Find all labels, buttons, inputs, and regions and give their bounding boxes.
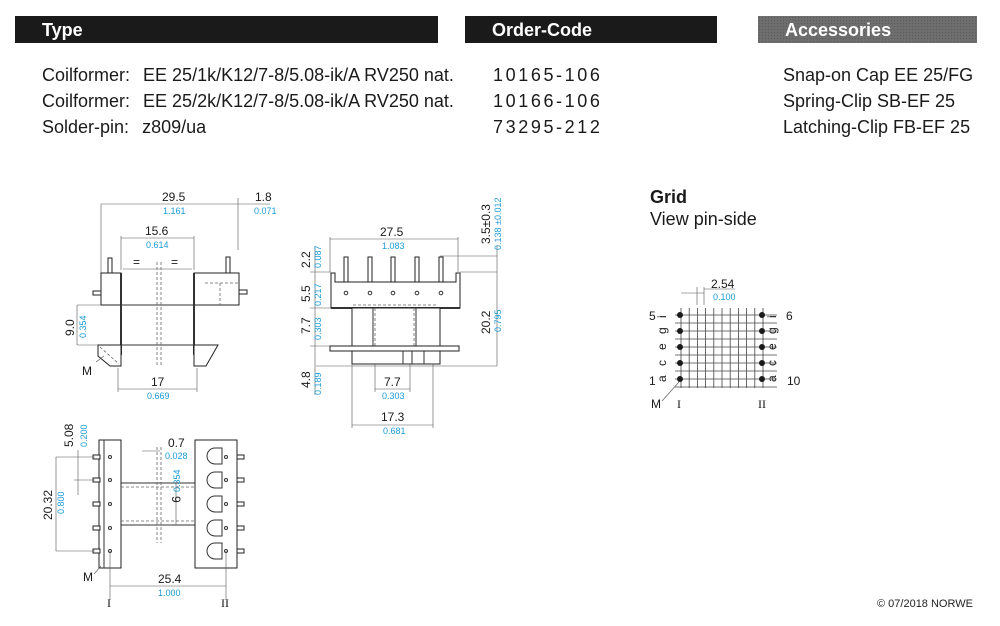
type-label: Coilformer: (42, 91, 131, 111)
dim-width-in: 1.161 (163, 206, 186, 216)
grid-pin-letter: g (655, 327, 669, 334)
type-row: Coilformer: EE 25/1k/K12/7-8/5.08-ik/A R… (42, 65, 454, 85)
type-value: z809/ua (142, 117, 207, 137)
pin-number-1: 1 (649, 374, 656, 388)
grid-pitch-in: 0.100 (713, 292, 736, 302)
header-type: Type (15, 16, 438, 43)
grid-pin (677, 312, 683, 318)
dim-base-mm: 17 (151, 375, 165, 389)
dim-row-mm: 25.4 (158, 572, 182, 586)
header-accessories: Accessories (758, 16, 977, 43)
copyright: © 07/2018 NORWE (877, 598, 973, 610)
dim-core-in: 0.303 (382, 391, 405, 401)
grid-pin-letter: c (765, 360, 779, 366)
grid-row-label-right: II (758, 397, 766, 411)
type-row: Solder-pin: z809/ua (42, 117, 206, 137)
front-view-drawing: 27.5 1.083 3.5±0.3 0.138 ±0.012 (299, 198, 503, 436)
pin-grid-drawing: 2.54 0.100 5 6 1 10 i i g g e e c c a a M I II (649, 277, 801, 411)
type-value: EE 25/2k/K12/7-8/5.08-ik/A RV250 nat. (143, 91, 454, 111)
grid-pin-letter: i (765, 315, 779, 318)
grid-pin (677, 328, 683, 334)
dim-inner-mm: 9 (169, 496, 183, 503)
grid-pin-letter: a (655, 375, 669, 382)
grid-pin-letter: a (765, 375, 779, 382)
bottom-view-drawing: 9 0.354 0.7 0.028 5.08 0.200 20.32 0.800… (41, 423, 245, 610)
dim-pitch-mm: 5.08 (62, 423, 76, 447)
equal-sign: = (171, 255, 178, 269)
grid-pin (677, 344, 683, 350)
accessory-item: Snap-on Cap EE 25/FG (783, 65, 974, 85)
grid-pitch-mm: 2.54 (711, 277, 735, 291)
dim-span-mm: 20.32 (41, 490, 55, 520)
side-view-drawing: 29.5 1.161 1.8 0.071 15.6 0.614 = = (63, 190, 277, 401)
accessory-item: Latching-Clip FB-EF 25 (783, 117, 971, 137)
dim-slot-in: 0.028 (165, 451, 188, 461)
type-label: Coilformer: (42, 65, 131, 85)
dim-front-width-in: 1.083 (382, 241, 405, 251)
pin-number-10: 10 (787, 374, 801, 388)
grid-pin (677, 376, 683, 382)
grid-pin (759, 344, 765, 350)
dim-pin-top-mm: 2.2 (299, 251, 313, 268)
grid-pin-letter: g (765, 327, 779, 334)
dim-row-in: 1.000 (158, 588, 181, 598)
dim-slot-mm: 0.7 (168, 436, 185, 450)
dim-height-in: 0.354 (78, 315, 88, 338)
equal-sign: = (133, 255, 140, 269)
order-code: 73295-212 (493, 117, 603, 137)
pin-number-5: 5 (649, 309, 656, 323)
grid-pin (759, 376, 765, 382)
dim-winding-in: 0.303 (313, 317, 323, 340)
order-code: 10166-106 (493, 91, 603, 111)
type-value: EE 25/1k/K12/7-8/5.08-ik/A RV250 nat. (143, 65, 454, 85)
dim-inner-in: 0.354 (172, 469, 182, 492)
dim-total-mm: 20.2 (479, 310, 493, 334)
dim-base-in: 0.669 (147, 391, 170, 401)
dim-pin-offset-mm: 1.8 (255, 190, 272, 204)
grid-pin (759, 360, 765, 366)
dim-outer-in: 0.681 (383, 426, 406, 436)
grid-pin-letter: e (655, 343, 669, 350)
dim-winding-mm: 7.7 (299, 317, 313, 334)
dim-front-width-mm: 27.5 (380, 225, 404, 239)
dim-span-in: 0.800 (56, 491, 66, 514)
pin-number-6: 6 (786, 309, 793, 323)
grid-row-label-left: I (677, 397, 681, 411)
dim-center-mm: 15.6 (145, 224, 169, 238)
row-label-left: I (107, 596, 111, 610)
dim-pitch-in: 0.200 (79, 424, 89, 447)
grid-pin-letter: i (655, 315, 669, 318)
type-label: Solder-pin: (42, 117, 130, 137)
type-row: Coilformer: EE 25/2k/K12/7-8/5.08-ik/A R… (42, 91, 454, 111)
grid-pin-letter: e (765, 343, 779, 350)
marker-m: M (83, 570, 93, 584)
dim-bottom-in: 0.189 (313, 372, 323, 395)
dim-pin-length-mm: 3.5±0.3 (479, 204, 493, 244)
grid-subtitle: View pin-side (650, 209, 757, 229)
dim-flange-mm: 5.5 (299, 285, 313, 302)
dim-pin-offset-in: 0.071 (254, 206, 277, 216)
header-order-code: Order-Code (465, 16, 717, 43)
dim-width-mm: 29.5 (162, 190, 186, 204)
dim-center-in: 0.614 (146, 240, 169, 250)
grid-pin (759, 328, 765, 334)
dim-pin-top-in: 0.087 (313, 245, 323, 268)
grid-pin (677, 360, 683, 366)
marker-m: M (82, 364, 92, 378)
grid-pin (759, 312, 765, 318)
dim-bottom-mm: 4.8 (299, 371, 313, 388)
dim-flange-in: 0.217 (313, 283, 323, 306)
grid-marker-m: M (651, 397, 661, 411)
order-code: 10165-106 (493, 65, 603, 85)
dim-pin-length-in: 0.138 ±0.012 (493, 198, 503, 250)
accessory-item: Spring-Clip SB-EF 25 (783, 91, 956, 111)
dim-height-mm: 9.0 (63, 319, 77, 336)
dim-outer-mm: 17.3 (381, 410, 405, 424)
dim-total-in: 0.795 (493, 309, 503, 332)
row-label-right: II (221, 596, 229, 610)
dim-core-mm: 7.7 (384, 375, 401, 389)
grid-title: Grid (650, 187, 688, 207)
grid-pin-letter: c (655, 360, 669, 366)
